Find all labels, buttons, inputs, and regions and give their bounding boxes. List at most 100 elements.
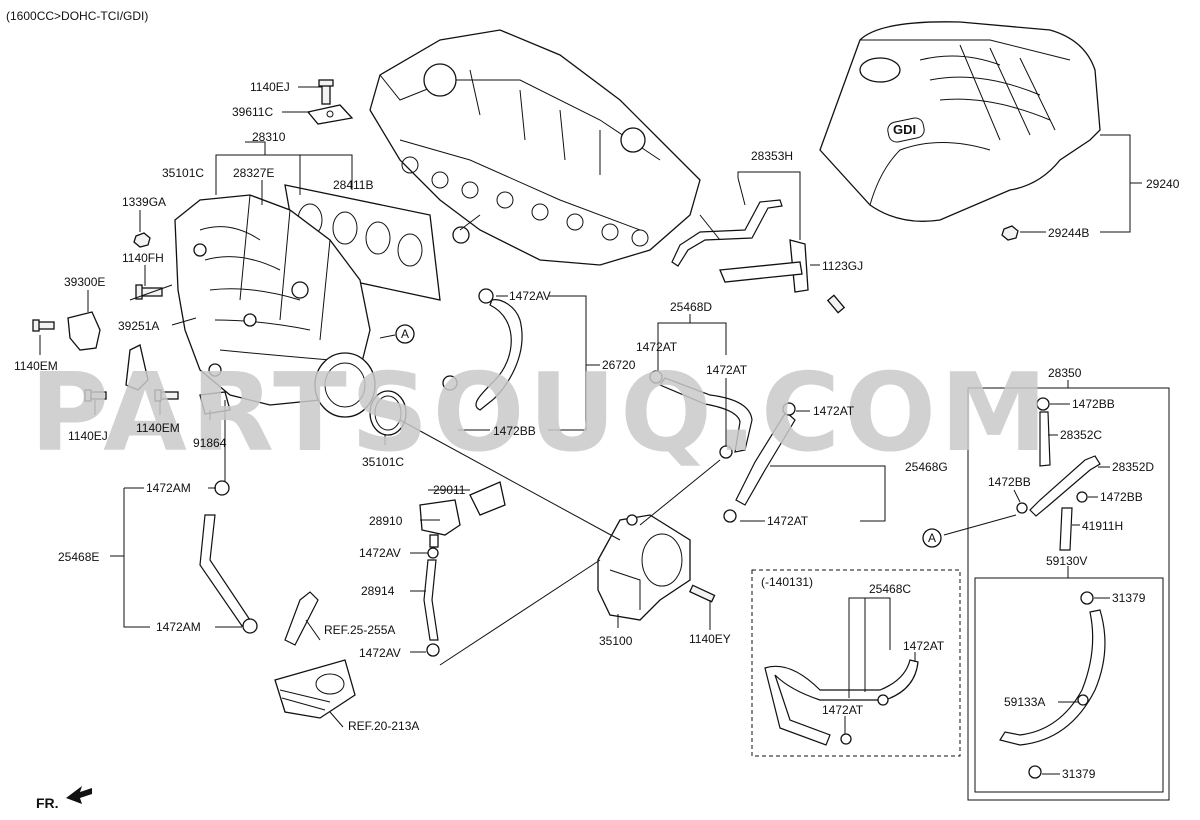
callout-39300E[interactable]: 39300E	[64, 275, 105, 289]
hose-28914[interactable]	[423, 559, 439, 641]
callout-28352D[interactable]: 28352D	[1112, 460, 1154, 474]
callout-1472AV-mid[interactable]: 1472AV	[359, 546, 401, 560]
callout-28411B[interactable]: 28411B	[333, 178, 373, 192]
clamp-1472BB-r1[interactable]	[1036, 397, 1050, 411]
callout-1140EJ-top[interactable]: 1140EJ	[250, 80, 290, 94]
callout-1472AV-bottom[interactable]: 1472AV	[359, 646, 401, 660]
callout-1472AT-a[interactable]: 1472AT	[636, 340, 678, 354]
callout-ref-25-255a[interactable]: REF.25-255A	[324, 623, 395, 637]
callout-28353H[interactable]: 28353H	[751, 149, 793, 163]
callout-140131[interactable]: (-140131)	[761, 575, 813, 589]
callout-35101C-top[interactable]: 35101C	[162, 166, 204, 180]
callout-1140EM-mid[interactable]: 1140EM	[136, 421, 180, 435]
callout-28327E[interactable]: 28327E	[233, 166, 274, 180]
clamp-1472AT-e[interactable]	[877, 694, 889, 706]
clamp-1472AV-bottom[interactable]	[426, 643, 440, 657]
callout-1123GJ[interactable]: 1123GJ	[822, 259, 863, 273]
callout-ref-20-213a[interactable]: REF.20-213A	[348, 719, 419, 733]
clamp-1472BB-r3[interactable]	[1076, 491, 1088, 503]
clamp-1472AM-bottom[interactable]	[242, 618, 258, 634]
callout-28914[interactable]: 28914	[361, 584, 395, 598]
bolt-1140EM-mid[interactable]	[154, 389, 179, 402]
callout-1140FH[interactable]: 1140FH	[122, 251, 164, 265]
hose-28352D[interactable]	[1029, 455, 1101, 517]
callout-91864[interactable]: 91864	[193, 436, 227, 450]
callout-28910[interactable]: 28910	[369, 514, 403, 528]
hose-25468E[interactable]	[199, 514, 251, 627]
clamp-1472AM-top[interactable]	[214, 480, 230, 496]
oil-cooler[interactable]	[274, 659, 356, 719]
hose-ref25[interactable]	[284, 591, 319, 646]
throttle-body[interactable]	[597, 514, 691, 621]
callout-1472BB-r3[interactable]: 1472BB	[1100, 490, 1143, 504]
callout-1472AT-c[interactable]: 1472AT	[813, 404, 855, 418]
cylinder-head[interactable]	[369, 29, 701, 266]
callout-1472AT-e[interactable]: 1472AT	[903, 639, 945, 653]
callout-28352C[interactable]: 28352C	[1060, 428, 1102, 442]
callout-1472BB-r2[interactable]: 1472BB	[988, 475, 1031, 489]
hose-59130V[interactable]	[999, 609, 1106, 746]
engine-cover[interactable]: GDI	[819, 21, 1101, 222]
callout-28310[interactable]: 28310	[252, 130, 286, 144]
bolt-1140EY[interactable]	[688, 584, 716, 603]
callout-39251A[interactable]: 39251A	[118, 319, 159, 333]
callout-1140EM-left[interactable]: 1140EM	[14, 359, 58, 373]
callout-29011[interactable]: 29011	[433, 483, 466, 497]
callout-25468G[interactable]: 25468G	[905, 460, 948, 474]
callout-31379-top[interactable]: 31379	[1112, 591, 1146, 605]
clamp-1472AT-d[interactable]	[723, 509, 737, 523]
callout-1472AT-d[interactable]: 1472AT	[767, 514, 809, 528]
callout-1140EY[interactable]: 1140EY	[689, 632, 731, 646]
callout-1472BB-mid[interactable]: 1472BB	[493, 424, 536, 438]
clamp-1472AT-c[interactable]	[782, 402, 796, 416]
bracket-29011[interactable]	[469, 481, 506, 516]
bolt-1140EM-left[interactable]	[32, 319, 55, 332]
callout-1472AM-bottom[interactable]: 1472AM	[156, 620, 201, 634]
clamp-31379-top[interactable]	[1080, 591, 1094, 605]
hose-28352C[interactable]	[1039, 411, 1051, 467]
callout-39611C[interactable]: 39611C	[232, 105, 273, 119]
callout-1472AT-f[interactable]: 1472AT	[822, 703, 864, 717]
bracket-91864[interactable]	[199, 391, 231, 415]
callout-59130V[interactable]: 59130V	[1046, 554, 1087, 568]
callout-31379-bottom[interactable]: 31379	[1062, 767, 1096, 781]
clamp-1472AV-top[interactable]	[478, 288, 494, 304]
hose-25468D[interactable]	[659, 377, 753, 453]
bolt-1140EJ-top[interactable]	[318, 79, 334, 105]
callout-1472AV-top[interactable]: 1472AV	[509, 289, 551, 303]
callout-41911H[interactable]: 41911H	[1082, 519, 1123, 533]
callout-1339GA[interactable]: 1339GA	[122, 195, 166, 209]
throttle-gasket[interactable]	[369, 390, 407, 436]
callout-28350[interactable]: 28350	[1048, 366, 1082, 380]
throttle-flange[interactable]	[314, 352, 376, 418]
pipe-41911H[interactable]	[1059, 507, 1073, 551]
purge-valve-28910[interactable]	[419, 499, 461, 548]
bolt-1140EJ-bottom[interactable]	[84, 389, 107, 402]
bracket-39611C[interactable]	[306, 104, 354, 125]
callout-1472AM-top[interactable]: 1472AM	[146, 481, 191, 495]
callout-59133A[interactable]: 59133A	[1004, 695, 1045, 709]
cover-nut[interactable]	[1001, 225, 1019, 241]
hose-25468C[interactable]	[764, 659, 919, 746]
hose-26720[interactable]	[475, 299, 523, 411]
clamp-1472AT-f[interactable]	[840, 733, 852, 745]
callout-26720[interactable]: 26720	[602, 358, 636, 372]
callout-35100[interactable]: 35100	[599, 634, 633, 648]
sensor-39300E[interactable]	[67, 311, 101, 351]
callout-35101C-bottom[interactable]: 35101C	[362, 455, 404, 469]
clamp-1472BB-mid[interactable]	[442, 375, 458, 391]
callout-1140EJ-bottom[interactable]: 1140EJ	[68, 429, 108, 443]
clamp-59133A[interactable]	[1077, 694, 1089, 706]
callout-25468D[interactable]: 25468D	[670, 300, 712, 314]
callout-29244B[interactable]: 29244B	[1048, 226, 1089, 240]
clamp-1472AT-a[interactable]	[649, 370, 663, 384]
clamp-31379-bottom[interactable]	[1028, 765, 1042, 779]
callout-1472BB-r1[interactable]: 1472BB	[1072, 397, 1115, 411]
clamp-1472BB-r2[interactable]	[1016, 502, 1028, 514]
callout-25468E[interactable]: 25468E	[58, 550, 99, 564]
callout-29240[interactable]: 29240	[1146, 177, 1180, 191]
intake-manifold[interactable]	[174, 194, 371, 406]
nut-1339GA[interactable]	[133, 232, 151, 248]
callout-25468C[interactable]: 25468C	[869, 582, 911, 596]
sensor-39251A[interactable]	[125, 344, 149, 391]
